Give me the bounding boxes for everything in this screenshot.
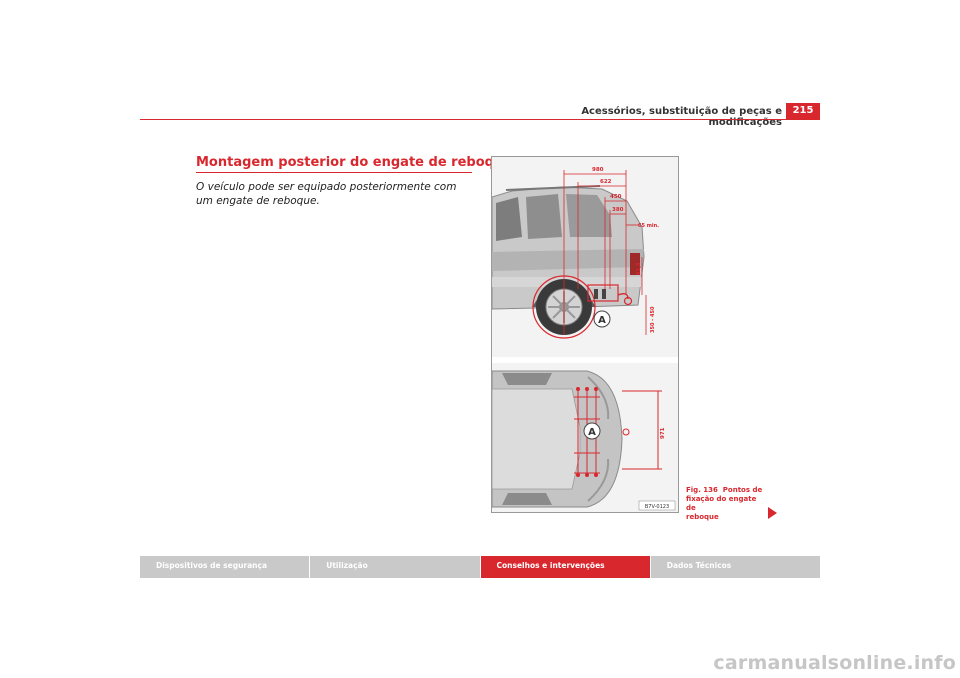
tow-hitch-figure: 980 622 450 380 65 min. 51,3 350 - 450 A xyxy=(491,156,679,513)
next-page-arrow-icon[interactable] xyxy=(768,507,777,519)
caption-number: Fig. 136 xyxy=(686,486,718,494)
tow-hitch-diagram: 980 622 450 380 65 min. 51,3 350 - 450 A xyxy=(492,157,678,512)
dim-65-min: 65 min. xyxy=(638,223,659,229)
watermark: carmanualsonline.info xyxy=(713,652,956,674)
header-rule xyxy=(140,119,820,120)
section-rule xyxy=(196,172,472,173)
figure-code: B7V-0123 xyxy=(645,504,669,510)
tab-dispositivos-seguranca[interactable]: Dispositivos de segurança xyxy=(140,556,310,578)
tab-conselhos-intervencoes[interactable]: Conselhos e intervenções xyxy=(480,556,650,578)
marker-a-side: A xyxy=(598,315,606,326)
dim-450: 450 xyxy=(610,194,622,200)
dim-980: 980 xyxy=(592,167,604,173)
caption-line-3: reboque xyxy=(686,513,719,521)
section-title: Montagem posterior do engate de reboque xyxy=(196,155,513,170)
dim-971: 971 xyxy=(660,427,666,439)
figure-caption: Fig. 136 Pontos de fixação do engate de … xyxy=(686,486,766,522)
tab-dados-tecnicos[interactable]: Dados Técnicos xyxy=(650,556,820,578)
footer-nav: Dispositivos de segurança Utilização Con… xyxy=(140,556,820,578)
dim-380: 380 xyxy=(612,207,624,213)
dim-350-450: 350 - 450 xyxy=(650,306,656,333)
page-number: 215 xyxy=(786,103,820,119)
caption-line-2: fixação do engate de xyxy=(686,495,757,512)
header-title: Acessórios, substituição de peças e modi… xyxy=(581,106,782,128)
caption-line-1: Pontos de xyxy=(722,486,763,494)
dim-51-3: 51,3 xyxy=(636,262,642,275)
tab-utilizacao[interactable]: Utilização xyxy=(310,556,480,578)
intro-text: O veículo pode ser equipado posteriormen… xyxy=(196,181,457,207)
marker-a-bottom: A xyxy=(588,427,596,438)
dim-622: 622 xyxy=(600,179,612,185)
